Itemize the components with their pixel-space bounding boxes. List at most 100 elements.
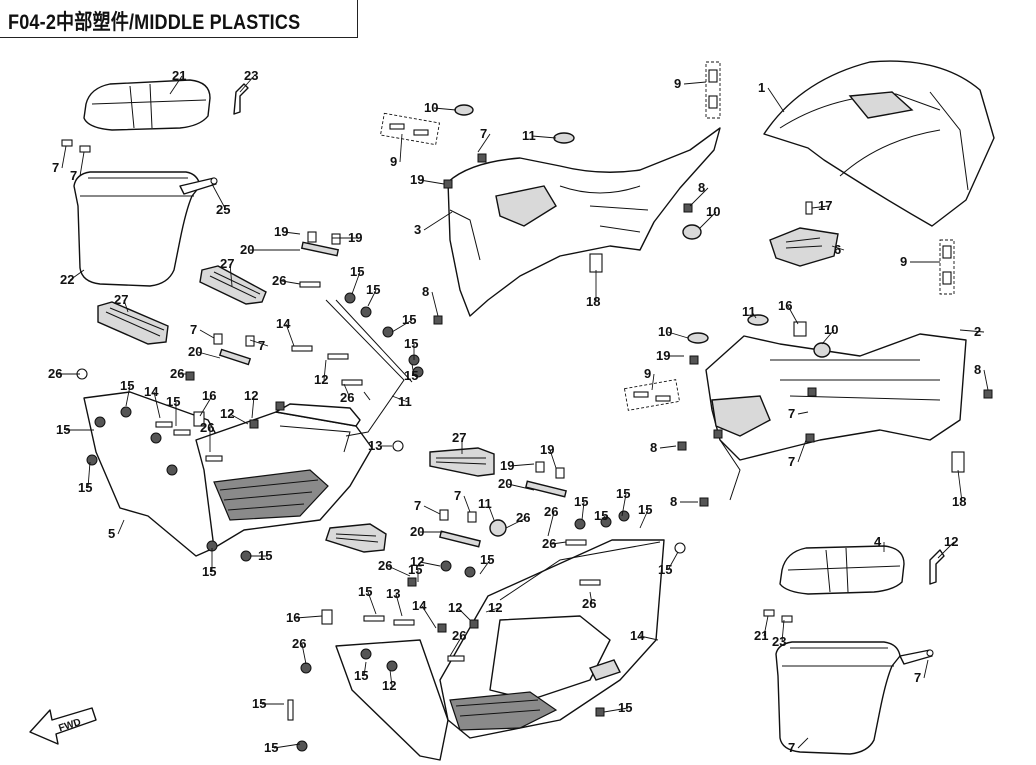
title-box: F04-2中部塑件/MIDDLE PLASTICS bbox=[0, 0, 358, 38]
callout-number-25: 25 bbox=[216, 202, 230, 217]
callout-leader-7 bbox=[463, 495, 471, 513]
callout-leader-14 bbox=[153, 391, 161, 419]
callout-number-20: 20 bbox=[188, 344, 202, 359]
callout-number-14: 14 bbox=[276, 316, 291, 331]
callout-leader-26 bbox=[547, 511, 555, 537]
screw-17 bbox=[805, 201, 813, 215]
callout-number-11: 11 bbox=[478, 496, 492, 511]
callout-number-15: 15 bbox=[402, 312, 416, 327]
callout-leader-15 bbox=[603, 707, 629, 713]
grommet-11-top bbox=[553, 132, 575, 144]
grommet-11-right bbox=[747, 314, 769, 326]
callout-number-15: 15 bbox=[616, 486, 630, 501]
callout-leader-22 bbox=[69, 269, 85, 281]
callout-leader-14 bbox=[639, 635, 659, 641]
callout-leader-7 bbox=[79, 151, 85, 177]
callout-leader-2 bbox=[959, 329, 985, 333]
callout-leader-15 bbox=[367, 591, 377, 615]
callout-number-15: 15 bbox=[404, 336, 418, 351]
callout-leader-26 bbox=[505, 517, 527, 529]
callout-number-12: 12 bbox=[314, 372, 328, 387]
callout-number-2: 2 bbox=[974, 324, 981, 339]
callout-number-14: 14 bbox=[144, 384, 159, 399]
callout-leader-16 bbox=[199, 395, 213, 417]
side-panel-3 bbox=[447, 127, 721, 317]
callout-number-27: 27 bbox=[220, 256, 234, 271]
callout-number-27: 27 bbox=[114, 292, 128, 307]
callout-number-15: 15 bbox=[202, 564, 216, 579]
callout-number-7: 7 bbox=[70, 168, 77, 183]
callout-number-16: 16 bbox=[286, 610, 300, 625]
callout-number-26: 26 bbox=[48, 366, 62, 381]
callout-leader-15 bbox=[367, 289, 377, 307]
storage-box-left bbox=[73, 171, 201, 287]
callout-number-22: 22 bbox=[60, 272, 74, 287]
callout-number-7: 7 bbox=[788, 406, 795, 421]
callout-leader-15 bbox=[581, 501, 585, 521]
callout-number-26: 26 bbox=[582, 596, 596, 611]
callout-number-12: 12 bbox=[382, 678, 396, 693]
callout-leader-15 bbox=[639, 509, 649, 529]
callout-number-16: 16 bbox=[778, 298, 792, 313]
callout-number-26: 26 bbox=[516, 510, 530, 525]
bolts-7-left bbox=[61, 139, 91, 153]
callout-number-15: 15 bbox=[252, 696, 266, 711]
callout-number-26: 26 bbox=[542, 536, 556, 551]
headlight-cover-6 bbox=[769, 227, 839, 267]
callout-number-15: 15 bbox=[638, 502, 652, 517]
callout-number-26: 26 bbox=[292, 636, 306, 651]
callout-leader-6 bbox=[831, 245, 845, 251]
diagram-title: F04-2中部塑件/MIDDLE PLASTICS bbox=[8, 11, 301, 34]
callout-number-9: 9 bbox=[900, 254, 907, 269]
callout-leader-26 bbox=[449, 635, 463, 657]
callout-number-12: 12 bbox=[220, 406, 234, 421]
callout-number-7: 7 bbox=[788, 454, 795, 469]
callout-number-19: 19 bbox=[348, 230, 362, 245]
callout-leader-3 bbox=[423, 211, 453, 231]
callout-number-13: 13 bbox=[386, 586, 400, 601]
callout-leader-7 bbox=[423, 505, 441, 515]
footwell-left-5 bbox=[83, 391, 373, 557]
callout-leader-14 bbox=[285, 323, 295, 347]
callout-leader-11 bbox=[487, 503, 495, 521]
callout-number-7: 7 bbox=[52, 160, 59, 175]
callout-number-26: 26 bbox=[200, 420, 214, 435]
callout-leader-23 bbox=[239, 75, 255, 93]
storage-lid-right bbox=[779, 545, 905, 595]
callout-leader-10 bbox=[667, 331, 689, 339]
frame-tube-11 bbox=[325, 299, 413, 437]
callout-number-19: 19 bbox=[540, 442, 554, 457]
callout-number-23: 23 bbox=[772, 634, 786, 649]
callout-number-15: 15 bbox=[56, 422, 70, 437]
callout-leader-9 bbox=[651, 373, 655, 391]
callout-leader-21 bbox=[763, 615, 769, 637]
callout-number-26: 26 bbox=[452, 628, 466, 643]
callout-leader-26 bbox=[343, 383, 351, 399]
clip-18-right bbox=[951, 451, 965, 473]
bolts-7-right bbox=[763, 609, 793, 623]
callout-number-15: 15 bbox=[594, 508, 608, 523]
footwell-right-4 bbox=[335, 539, 665, 761]
callout-leader-15 bbox=[363, 661, 367, 677]
callout-leader-26 bbox=[281, 280, 301, 285]
callout-number-4: 4 bbox=[874, 534, 882, 549]
callout-number-15: 15 bbox=[264, 740, 278, 755]
callout-number-3: 3 bbox=[414, 222, 421, 237]
callout-leader-12 bbox=[457, 607, 471, 621]
callout-number-13: 13 bbox=[368, 438, 382, 453]
storage-lid-left bbox=[83, 79, 211, 131]
callout-number-26: 26 bbox=[170, 366, 184, 381]
callout-number-15: 15 bbox=[408, 562, 422, 577]
callout-leader-12 bbox=[419, 561, 441, 567]
callout-leader-20 bbox=[197, 351, 221, 359]
callout-leader-26 bbox=[551, 541, 567, 545]
callout-number-15: 15 bbox=[350, 264, 364, 279]
callout-number-7: 7 bbox=[480, 126, 487, 141]
callout-leader-10 bbox=[821, 329, 835, 345]
callout-leader-15 bbox=[667, 551, 679, 571]
callout-number-16: 16 bbox=[202, 388, 216, 403]
callout-leader-15 bbox=[621, 493, 627, 517]
callout-number-8: 8 bbox=[974, 362, 981, 377]
